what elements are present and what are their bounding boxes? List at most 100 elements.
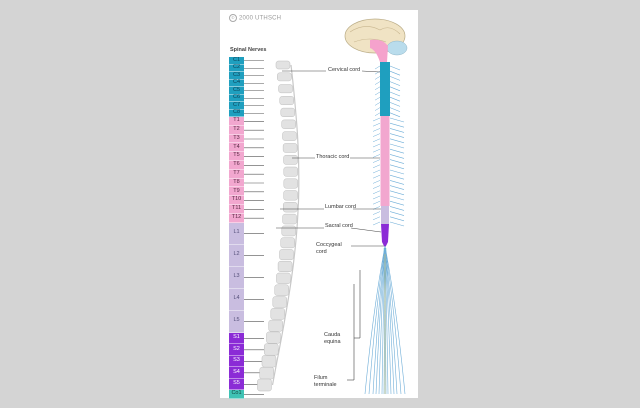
nerve-root <box>374 86 381 91</box>
nerve-root <box>389 200 405 206</box>
nerve-root <box>389 185 405 190</box>
copyright-icon: © <box>229 14 237 22</box>
cord-cervical <box>380 62 390 116</box>
nerve-root <box>374 91 381 96</box>
segment-label: C2 <box>232 64 241 70</box>
nerve-root <box>372 117 381 122</box>
segment-label: C4 <box>232 79 241 85</box>
nerve-root <box>389 143 405 149</box>
nerve-root <box>389 174 405 180</box>
vertebra <box>282 131 297 141</box>
brain-gyri-line <box>349 26 401 35</box>
vertebra <box>263 343 279 356</box>
nerve-root <box>372 143 381 148</box>
nerve-root <box>372 154 381 158</box>
segment-l2: L2 <box>229 244 244 267</box>
copyright-notice: ©2000 UTHSCH <box>229 14 281 22</box>
nerve-root <box>374 112 381 117</box>
segment-label: L2 <box>233 251 240 258</box>
nerve-root <box>389 122 405 128</box>
nerve-root <box>389 180 405 185</box>
label-cauda-equina: Cauda equina <box>324 332 341 345</box>
cerebellum <box>386 40 408 56</box>
segment-c2: C2 <box>229 64 244 72</box>
nerve-root <box>372 195 381 200</box>
segment-label: L3 <box>233 273 240 280</box>
segment-c6: C6 <box>229 94 244 102</box>
segment-label: T12 <box>231 213 242 220</box>
vertebra <box>261 355 277 368</box>
segment-c3: C3 <box>229 72 244 80</box>
cord-thoracic <box>380 116 390 206</box>
vertebra <box>282 213 297 225</box>
cauda-equina-fiber <box>364 245 386 395</box>
nerve-root <box>372 133 381 137</box>
segment-t4: T4 <box>229 143 244 153</box>
nerve-root <box>374 102 381 106</box>
vertebra <box>283 190 298 201</box>
nerve-root <box>389 117 405 123</box>
nerve-root <box>372 185 381 189</box>
segment-t10: T10 <box>229 196 244 205</box>
vertebra <box>279 96 294 106</box>
nerve-root <box>372 169 381 174</box>
nerve-root <box>389 169 405 175</box>
segment-label: T7 <box>233 169 240 176</box>
nerve-root <box>372 221 381 226</box>
segment-label: T11 <box>231 205 242 212</box>
nerve-root <box>389 211 405 216</box>
cauda-equina-fiber <box>384 245 398 395</box>
nerve-root <box>389 91 401 97</box>
nerve-root <box>374 96 381 101</box>
nerve-root <box>389 112 401 118</box>
nerve-root <box>374 107 381 111</box>
segment-label: C8 <box>232 109 241 115</box>
nerve-root <box>372 159 381 163</box>
segment-t8: T8 <box>229 178 244 188</box>
nerve-root <box>389 81 401 86</box>
label-lumbar-cord: Lumbar cord <box>325 204 356 210</box>
nerve-root <box>372 216 381 221</box>
nerve-root <box>372 211 381 215</box>
segment-label: S5 <box>233 380 240 387</box>
segment-label: S4 <box>233 368 240 375</box>
segment-s2: S2 <box>229 344 244 356</box>
cauda-equina-fiber <box>372 245 386 395</box>
nerve-root <box>389 195 405 201</box>
segment-label: T5 <box>233 152 240 159</box>
vertebra <box>268 319 283 332</box>
vertebra <box>282 143 298 153</box>
segment-label: T6 <box>233 161 240 168</box>
segment-t7: T7 <box>229 169 244 179</box>
segment-c8: C8 <box>229 109 244 117</box>
segment-s1: S1 <box>229 332 244 345</box>
nerve-root <box>389 128 405 133</box>
segment-label: L1 <box>233 229 240 236</box>
segment-label: T9 <box>233 187 240 194</box>
nerve-root <box>389 65 401 71</box>
nerve-root <box>389 159 405 164</box>
vertebra <box>278 84 293 94</box>
vertebra <box>283 178 299 189</box>
segment-t11: T11 <box>229 205 244 214</box>
vertebra <box>274 284 289 296</box>
spinal-nerves-title: Spinal Nerves <box>230 47 267 53</box>
segment-label: T3 <box>233 134 240 141</box>
segment-s5: S5 <box>229 378 244 391</box>
segment-label: L4 <box>233 295 240 302</box>
segment-label: T4 <box>233 143 240 150</box>
vertebra <box>275 60 291 70</box>
label-thoracic-cord: Thoracic cord <box>316 154 350 160</box>
copyright-text: 2000 UTHSCH <box>239 15 282 22</box>
cauda-equina-fiber <box>378 245 386 395</box>
cord-lumbar <box>381 206 389 224</box>
vertebra <box>281 225 297 237</box>
nerve-root <box>389 138 405 144</box>
nerve-root <box>389 221 405 227</box>
vertebra <box>281 119 296 129</box>
segment-label: T8 <box>233 178 240 185</box>
vertebra <box>280 107 296 117</box>
cord-sacral <box>381 224 389 248</box>
nerve-root <box>372 200 381 205</box>
